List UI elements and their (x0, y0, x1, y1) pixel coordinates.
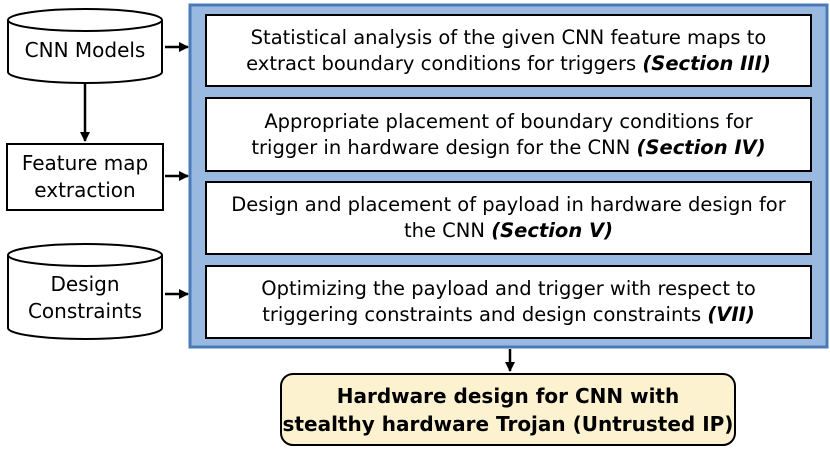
step-3-section-ref: (Section V) (491, 219, 614, 242)
step-3-text: the CNN (403, 219, 485, 242)
output-line-1: Hardware design for CNN with (336, 383, 680, 408)
step-3-line-1: Design and placement of payload in hardw… (231, 193, 786, 216)
step-box-statistical-analysis: Statistical analysis of the given CNN fe… (205, 14, 812, 87)
cnn-models-label: CNN Models (8, 28, 162, 72)
feature-map-line-2: extraction (34, 178, 136, 202)
feature-map-label: Feature map extraction (7, 144, 163, 210)
step-4-section-ref: (VII) (707, 303, 755, 326)
cnn-models-text: CNN Models (24, 37, 146, 62)
step-1-text: extract boundary conditions for triggers (246, 51, 637, 75)
step-box-optimization: Optimizing the payload and trigger with … (205, 265, 812, 339)
step-1-line-2: extract boundary conditions for triggers… (246, 51, 771, 77)
step-2-text: trigger in hardware design for the CNN (251, 135, 631, 159)
step-3-line-2: the CNN (Section V) (404, 218, 613, 244)
design-constraints-line-1: Design (50, 272, 120, 296)
cnn-models-cylinder (7, 8, 163, 84)
feature-map-box (6, 143, 164, 211)
feature-map-line-1: Feature map (21, 151, 149, 175)
step-4-line-1: Optimizing the payload and trigger with … (261, 277, 756, 300)
design-constraints-cylinder (7, 243, 163, 340)
step-box-trigger-placement: Appropriate placement of boundary condit… (205, 97, 812, 172)
step-4-text: triggering constraints and design constr… (262, 303, 702, 326)
step-2-section-ref: (Section IV) (636, 135, 766, 159)
step-2-line-1: Appropriate placement of boundary condit… (264, 109, 753, 133)
step-4-line-2: triggering constraints and design constr… (262, 302, 755, 328)
design-constraints-label: Design Constraints (8, 266, 162, 330)
step-1-line-1: Statistical analysis of the given CNN fe… (250, 25, 767, 49)
design-constraints-line-2: Constraints (27, 299, 143, 323)
step-box-payload-design: Design and placement of payload in hardw… (205, 181, 812, 255)
step-1-section-ref: (Section III) (642, 51, 771, 75)
output-box: Hardware design for CNN with stealthy ha… (280, 373, 736, 446)
step-2-line-2: trigger in hardware design for the CNN (… (251, 135, 765, 161)
output-line-2: stealthy hardware Trojan (Untrusted IP) (282, 411, 734, 436)
